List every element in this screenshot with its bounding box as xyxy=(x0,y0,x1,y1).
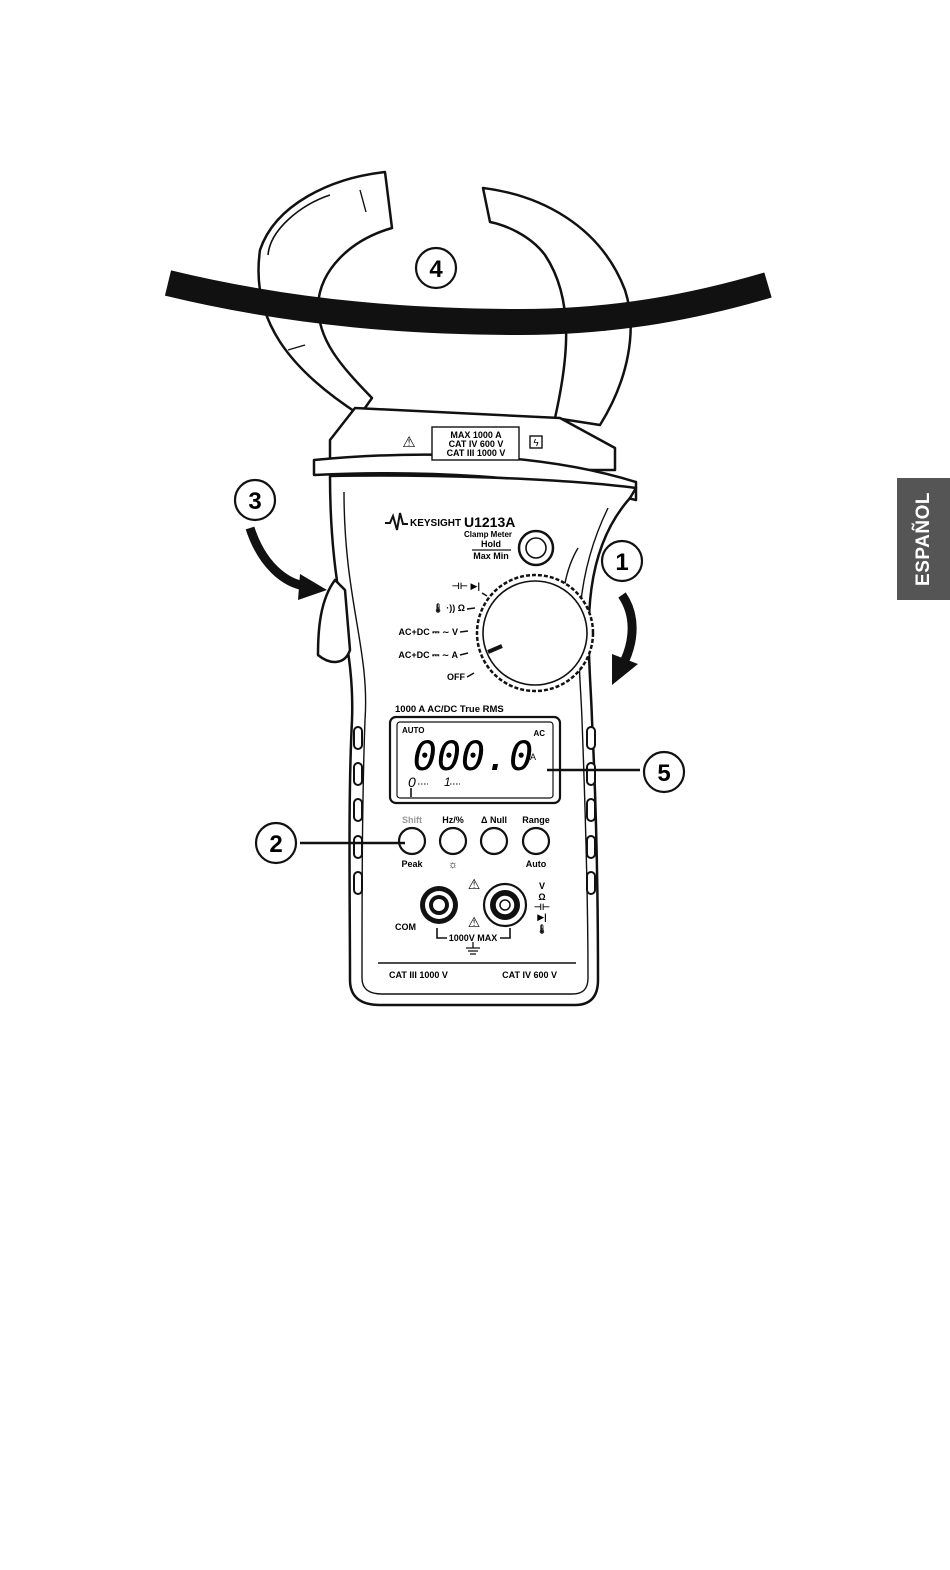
dial-pos-off: OFF xyxy=(447,672,465,682)
warning-triangle-icon: ⚠ xyxy=(402,434,415,451)
max-min-label: Max Min xyxy=(473,551,509,561)
symbol-thermometer: 🌡 xyxy=(536,924,547,934)
bottom-right-category: CAT IV 600 V xyxy=(502,970,557,980)
dial-pos-capacitance-diode: ⊣⊢ ▶| xyxy=(452,581,480,591)
callout-2-label: 2 xyxy=(269,831,282,858)
rotary-selector-dial[interactable] xyxy=(477,575,593,691)
model-subtitle: Clamp Meter xyxy=(464,530,512,539)
dial-pos-voltage: AC+DC ⎓ ∼ V xyxy=(399,627,458,637)
symbol-v: V xyxy=(539,881,545,891)
hold-label: Hold xyxy=(481,539,501,549)
voltage-terminal[interactable] xyxy=(484,884,526,926)
callout-4-label: 4 xyxy=(429,256,443,283)
callout-3-label: 3 xyxy=(248,488,261,515)
hz-label: Hz/% xyxy=(442,815,464,825)
warning-triangle-icon-bottom: ⚠ xyxy=(468,914,481,930)
backlight-icon: ☼ xyxy=(448,859,458,871)
lcd-ac-indicator: AC xyxy=(533,729,545,738)
warning-triangle-icon-top: ⚠ xyxy=(468,876,481,892)
peak-label: Peak xyxy=(401,859,423,869)
symbol-ohm: Ω xyxy=(538,892,545,902)
symbol-capacitor: ⊣⊢ xyxy=(534,902,550,912)
null-button[interactable]: Δ Null xyxy=(481,815,507,854)
model-number: U1213A xyxy=(464,514,515,530)
lcd-unit: A xyxy=(530,752,536,762)
rating-label: 1000 A AC/DC True RMS xyxy=(395,704,504,715)
lcd-bar-mid: 1 xyxy=(444,775,451,789)
com-label: COM xyxy=(395,922,416,932)
symbol-diode: ▶| xyxy=(537,912,546,922)
callout-5-label: 5 xyxy=(657,760,670,787)
callout-2: 2 xyxy=(256,823,296,863)
dial-pos-current: AC+DC ⎓ ∼ A xyxy=(398,650,458,660)
dial-pos-temp-resistance: 🌡 ·)) Ω xyxy=(432,603,465,613)
lcd-display: AUTO AC 000.0 A 0 1 xyxy=(390,717,560,803)
language-tab-label: ESPAÑOL xyxy=(913,492,935,586)
range-label: Range xyxy=(522,815,550,825)
arrow-icon-right xyxy=(622,595,632,660)
auto-label: Auto xyxy=(526,859,547,869)
com-terminal[interactable] xyxy=(420,886,458,924)
lcd-reading: 000.0 xyxy=(413,734,533,780)
bottom-left-category: CAT III 1000 V xyxy=(389,970,448,980)
arrow-icon-left xyxy=(250,528,305,586)
callout-4: 4 xyxy=(416,248,456,288)
shift-label: Shift xyxy=(402,815,422,825)
callout-3: 3 xyxy=(235,480,275,520)
jaw-label-line3: CAT III 1000 V xyxy=(447,448,506,458)
range-auto-button[interactable]: Range Auto xyxy=(522,815,550,869)
cable xyxy=(168,283,768,322)
lcd-bar-left: 0 xyxy=(408,774,416,790)
callout-5: 5 xyxy=(644,752,684,792)
null-label: Δ Null xyxy=(481,815,507,825)
callout-1: 1 xyxy=(602,541,642,581)
max-voltage-label: 1000V MAX xyxy=(449,933,498,943)
language-tab: ESPAÑOL xyxy=(897,478,950,600)
bolt-icon: ϟ xyxy=(533,438,539,449)
callout-1-label: 1 xyxy=(615,549,628,576)
brand-name: KEYSIGHT xyxy=(410,518,461,529)
